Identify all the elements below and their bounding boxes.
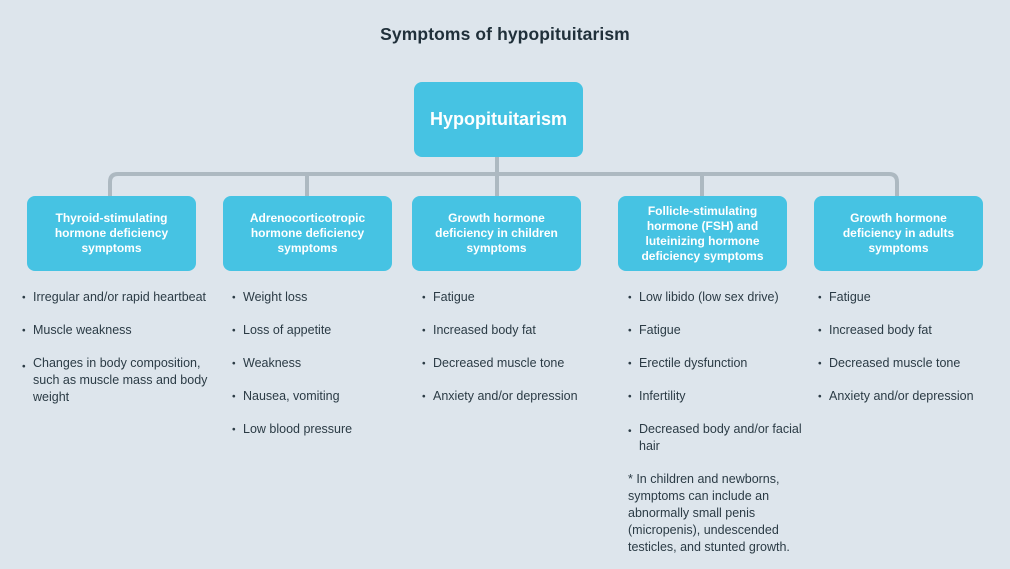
branch-node-label: Adrenocorticotropic hormone deficiency s… (249, 211, 366, 255)
symptom-list-growth-adults: • Fatigue • Increased body fat • Decreased … (818, 289, 1004, 421)
bullet-icon: • (628, 357, 632, 369)
list-item: • Nausea, vomiting (232, 388, 410, 405)
list-item: • Fatigue (818, 289, 1004, 306)
branch-node-label: Growth hormone deficiency in children sy… (435, 211, 558, 255)
list-item: • Decreased muscle tone (818, 355, 1004, 372)
branch-node-label: Thyroid-stimulating hormone deficiency s… (54, 211, 169, 255)
list-item: • Anxiety and/or depression (422, 388, 608, 405)
root-node-label: Hypopituitarism (429, 109, 567, 129)
list-item: • Erectile dysfunction (628, 355, 820, 372)
list-item-text: Irregular and/or rapid heartbeat (33, 290, 207, 304)
list-item-text: Decreased muscle tone (433, 356, 565, 370)
branch-node-label: Follicle-stimulating hormone (FSH) and l… (641, 203, 764, 263)
symptom-list-fsh-lh-wrap: • Low libido (low sex drive) • Fatigue • Er… (628, 289, 820, 556)
branch-node-adrenocorticotropic: Adrenocorticotropic hormone deficiency s… (223, 196, 392, 271)
list-item: • Loss of appetite (232, 322, 410, 339)
list-item: • Changes in body composition, such as mu… (22, 355, 212, 406)
list-item: • Decreased muscle tone (422, 355, 608, 372)
list-item: • Low libido (low sex drive) (628, 289, 820, 306)
bullet-icon: • (628, 390, 632, 402)
bullet-icon: • (232, 291, 236, 303)
bullet-icon: • (818, 324, 822, 336)
bullet-icon: • (22, 324, 26, 336)
list-item-text: Low libido (low sex drive) (639, 290, 779, 304)
list-item-text: Infertility (639, 389, 686, 403)
bullet-icon: • (422, 324, 426, 336)
list-item-text: Muscle weakness (33, 323, 132, 337)
list-item-text: Weakness (243, 356, 302, 370)
list-item: • Muscle weakness (22, 322, 212, 339)
list-item-text: Erectile dysfunction (639, 356, 748, 370)
bullet-icon: • (232, 390, 236, 402)
list-item: • Increased body fat (422, 322, 608, 339)
bullet-icon: • (232, 357, 236, 369)
list-item-text: Fatigue (829, 290, 871, 304)
bullet-icon: • (818, 390, 822, 402)
list-item-text: Low blood pressure (243, 422, 353, 436)
list-item: • Weight loss (232, 289, 410, 306)
list-item-text: Fatigue (639, 323, 681, 337)
root-node-hypopituitarism: Hypopituitarism (414, 82, 583, 157)
list-item-text: Changes in body composition, such as mus… (33, 356, 208, 404)
branch-node-growth-hormone-children: Growth hormone deficiency in children sy… (412, 196, 581, 271)
bullet-icon: • (232, 423, 236, 435)
bullet-icon: • (628, 291, 632, 303)
list-item: • Anxiety and/or depression (818, 388, 1004, 405)
list-item-text: Fatigue (433, 290, 475, 304)
bullet-icon: • (232, 324, 236, 336)
symptom-list-adrenocorticotropic: • Weight loss • Loss of appetite • Weakness… (232, 289, 410, 454)
symptom-list-thyroid: • Irregular and/or rapid heartbeat • Muscl… (22, 289, 212, 422)
list-item: • Fatigue (628, 322, 820, 339)
symptom-list-fsh-lh: • Low libido (low sex drive) • Fatigue • Er… (628, 289, 820, 455)
bullet-icon: • (22, 291, 26, 303)
list-item-text: Nausea, vomiting (243, 389, 340, 403)
bullet-icon: • (818, 357, 822, 369)
list-item-text: Increased body fat (829, 323, 932, 337)
branch-node-fsh-lh: Follicle-stimulating hormone (FSH) and l… (618, 196, 787, 271)
bullet-icon: • (818, 291, 822, 303)
bullet-icon: • (422, 390, 426, 402)
list-item-text: Weight loss (243, 290, 308, 304)
list-item-text: Anxiety and/or depression (433, 389, 578, 403)
list-item-text: Decreased muscle tone (829, 356, 961, 370)
list-item: • Decreased body and/or facial hair (628, 421, 820, 455)
branch-node-growth-hormone-adults: Growth hormone deficiency in adults symp… (814, 196, 983, 271)
diagram-title: Symptoms of hypopituitarism (380, 24, 630, 44)
list-item: • Fatigue (422, 289, 608, 306)
bullet-icon: • (22, 360, 26, 372)
list-item: • Irregular and/or rapid heartbeat (22, 289, 212, 306)
list-item: • Weakness (232, 355, 410, 372)
branch-node-thyroid-stimulating: Thyroid-stimulating hormone deficiency s… (27, 196, 196, 271)
list-item-text: Loss of appetite (243, 323, 332, 337)
list-item: • Low blood pressure (232, 421, 410, 438)
bullet-icon: • (628, 424, 632, 437)
branch-node-label: Growth hormone deficiency in adults symp… (842, 211, 955, 255)
list-item-text: Anxiety and/or depression (829, 389, 974, 403)
footnote: * In children and newborns, symptoms can… (628, 472, 790, 554)
list-item-text: Decreased body and/or facial hair (639, 422, 802, 453)
list-item: • Increased body fat (818, 322, 1004, 339)
list-item-text: Increased body fat (433, 323, 536, 337)
bullet-icon: • (628, 324, 632, 336)
bullet-icon: • (422, 291, 426, 303)
bullet-icon: • (422, 357, 426, 369)
list-item: • Infertility (628, 388, 820, 405)
symptom-list-growth-children: • Fatigue • Increased body fat • Decreased … (422, 289, 608, 421)
